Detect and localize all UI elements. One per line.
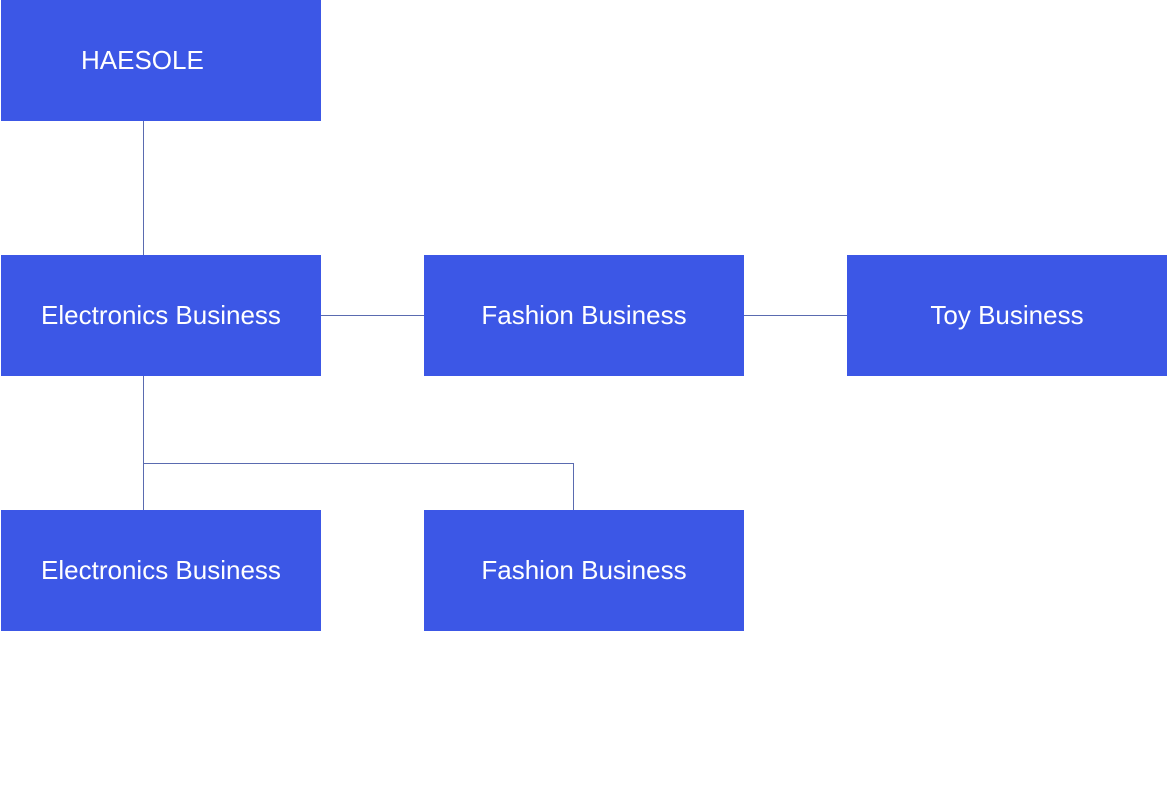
connector-children-branch xyxy=(143,463,574,464)
node-electronics-business-child: Electronics Business xyxy=(1,510,321,631)
node-electronics-business: Electronics Business xyxy=(1,255,321,376)
node-fashion-business-child: Fashion Business xyxy=(424,510,744,631)
connector-root-to-electronics xyxy=(143,121,144,255)
node-root: HAESOLE xyxy=(1,0,321,121)
connector-electronics-to-fashion xyxy=(321,315,424,316)
node-label: Electronics Business xyxy=(41,300,281,330)
node-toy-business: Toy Business xyxy=(847,255,1167,376)
node-label: Fashion Business xyxy=(481,300,687,330)
connector-branch-to-fashion-child xyxy=(573,463,574,510)
node-label: HAESOLE xyxy=(81,45,204,75)
connector-fashion-to-toy xyxy=(744,315,847,316)
node-label: Electronics Business xyxy=(41,555,281,585)
node-label: Toy Business xyxy=(930,300,1084,330)
node-label: Fashion Business xyxy=(481,555,687,585)
connector-electronics-to-children xyxy=(143,376,144,510)
node-fashion-business: Fashion Business xyxy=(424,255,744,376)
